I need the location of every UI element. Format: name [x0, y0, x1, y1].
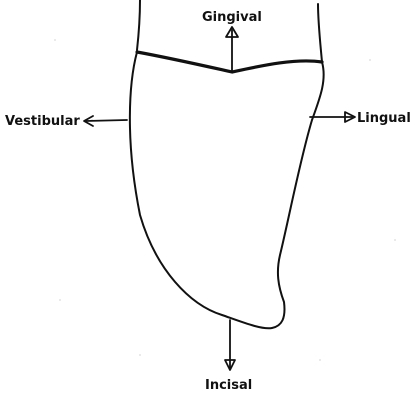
- gingival-label: Gingival: [202, 10, 262, 25]
- lingual-label: Lingual: [357, 111, 411, 126]
- lingual-arrow: [310, 112, 355, 122]
- cervical-line: [137, 52, 322, 72]
- tooth-crown-outline: [130, 52, 324, 328]
- vestibular-label: Vestibular: [5, 114, 80, 129]
- root-left-wall: [137, 0, 140, 50]
- incisal-arrow: [225, 320, 235, 370]
- root-right-wall: [318, 4, 322, 62]
- vestibular-arrow: [84, 116, 127, 126]
- scan-noise: [54, 39, 396, 361]
- gingival-arrow: [226, 27, 238, 72]
- incisal-label: Incisal: [205, 378, 252, 393]
